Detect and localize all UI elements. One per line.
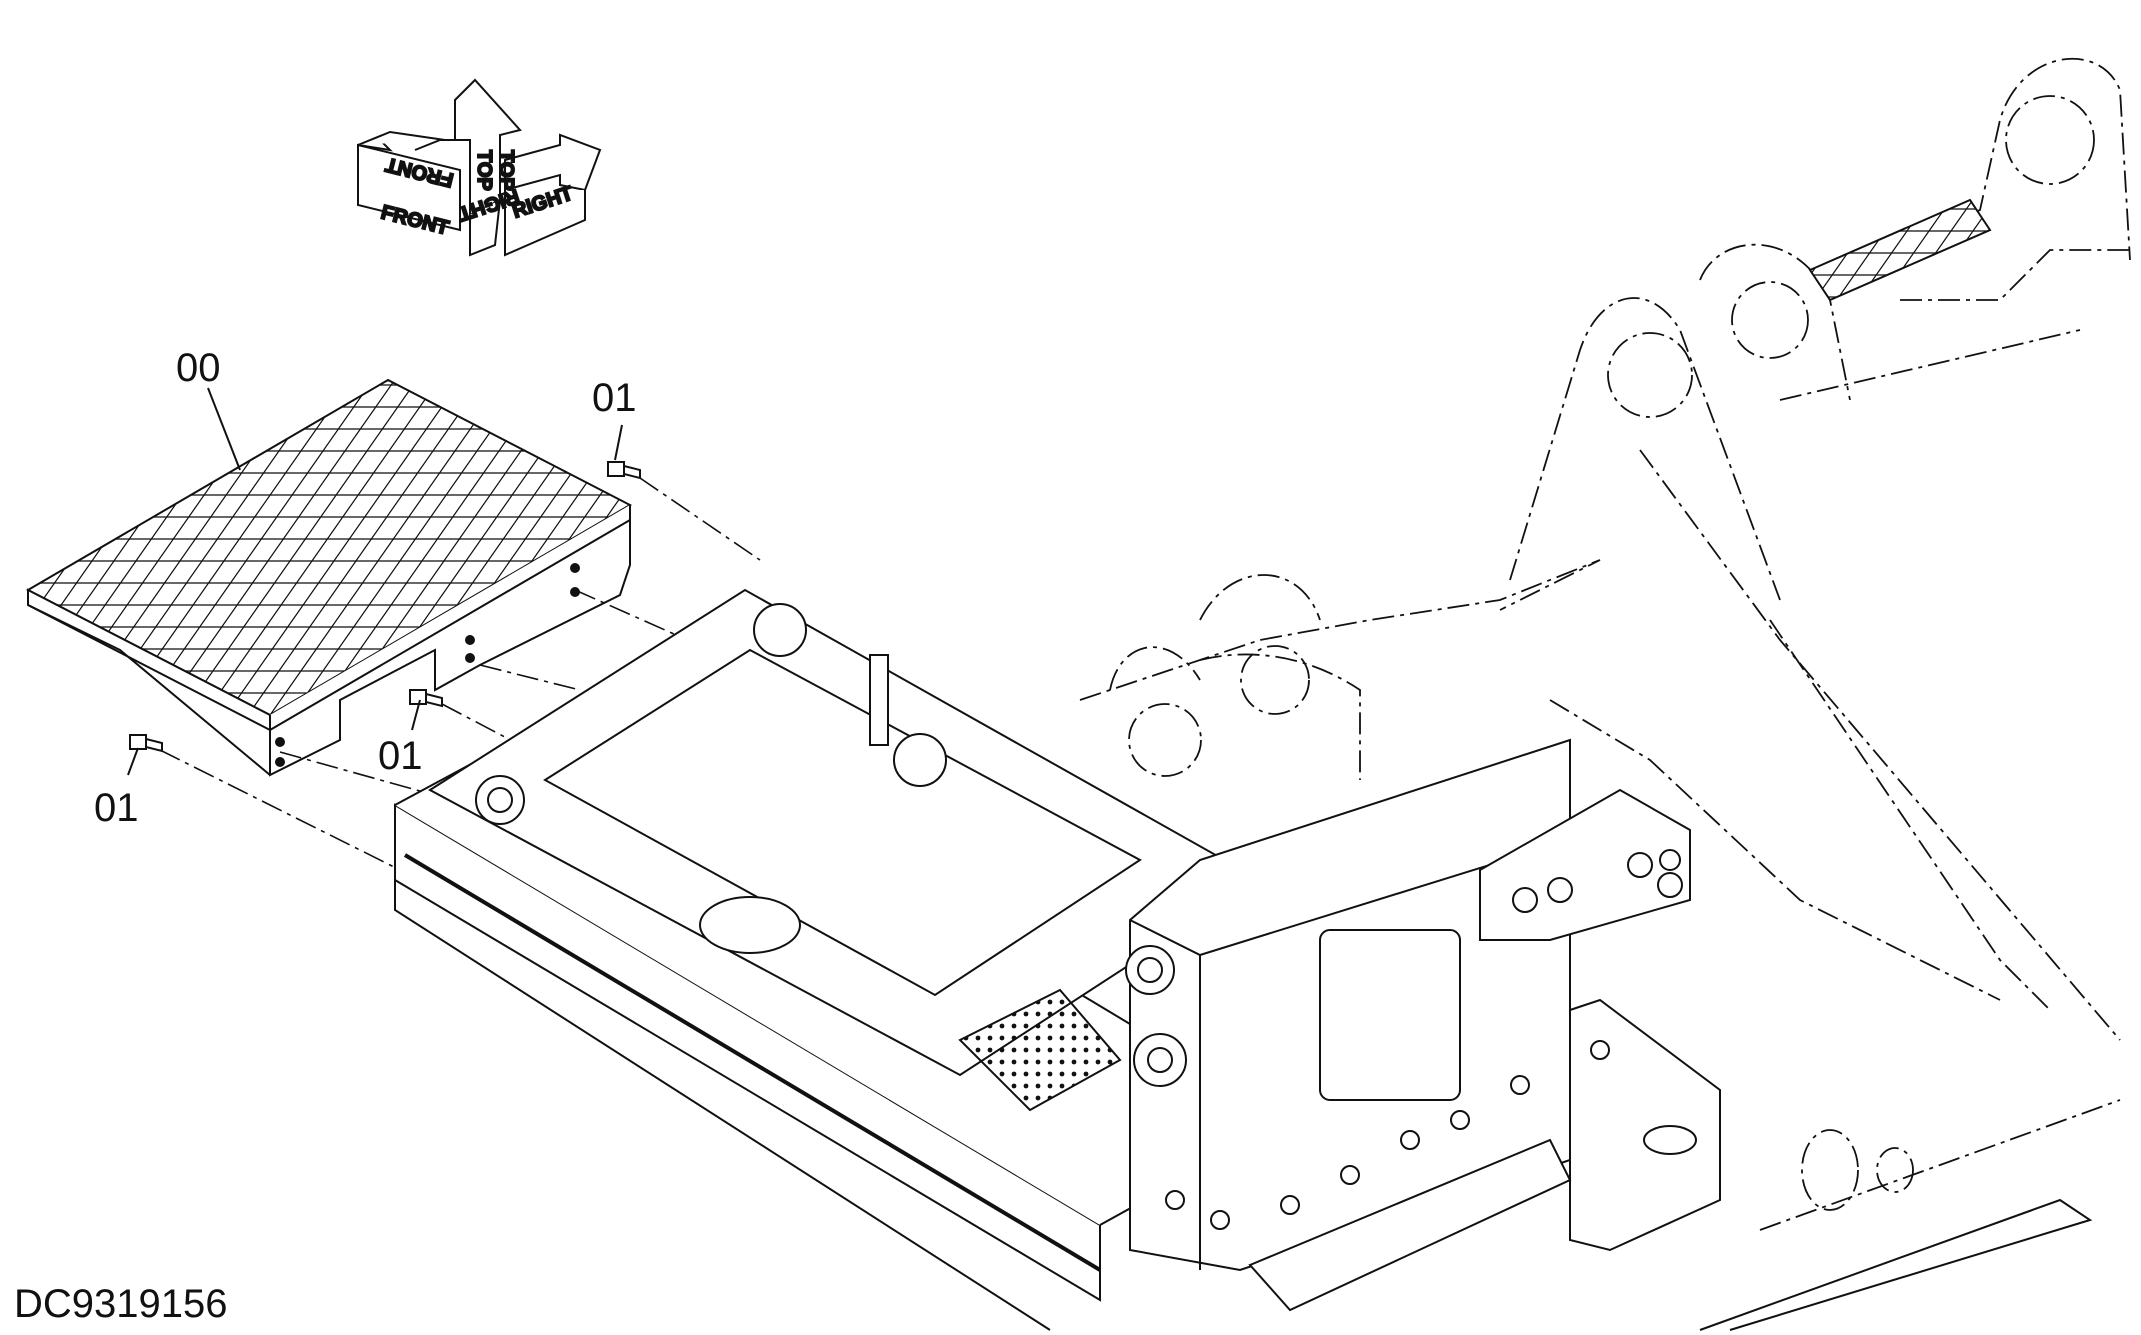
right-arrow	[504, 133, 602, 192]
frame-bolts	[1165, 1040, 1610, 1230]
orientation-indicator: FRONT FRONT TOP TOP RIGHT RIGHT	[357, 78, 602, 257]
callout-step-panel: 00	[176, 346, 221, 390]
boom-fork-ends	[1808, 198, 1992, 302]
leader-01-upper	[614, 424, 623, 461]
boom-structure-phantom	[1079, 57, 2131, 1231]
top-mirror-label: TOP	[495, 150, 517, 191]
top-label: TOP	[473, 150, 495, 191]
drawing-number: DC9319156	[14, 1282, 228, 1326]
front-face	[357, 143, 461, 232]
bolt-middle	[409, 689, 443, 708]
step-grating-panel	[25, 378, 633, 777]
leader-01-middle	[411, 699, 421, 731]
bolt-upper	[607, 461, 641, 480]
leader-lines	[127, 387, 623, 776]
leader-01-lower	[127, 747, 139, 776]
callout-bolt-lower: 01	[94, 786, 139, 830]
machine-frame	[394, 588, 2093, 1331]
leader-00	[207, 387, 241, 471]
callout-bolt-upper: 01	[592, 376, 637, 420]
bolt-lower	[129, 734, 163, 753]
callout-bolt-middle: 01	[378, 734, 423, 778]
